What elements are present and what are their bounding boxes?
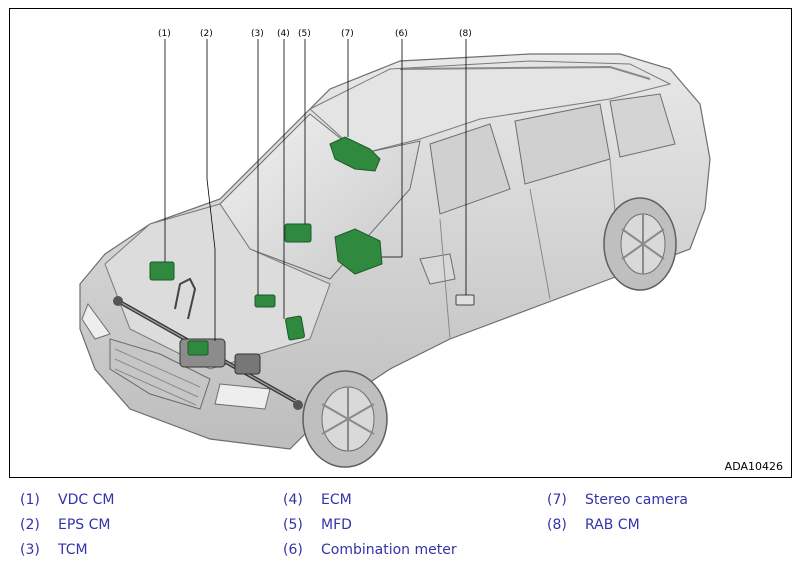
callout-5: (5) — [298, 29, 311, 39]
front-wheel — [302, 370, 388, 468]
figure-code: ADA10426 — [724, 460, 783, 473]
legend-num: (2) — [20, 517, 40, 533]
headlight-left — [81, 302, 111, 340]
legend-item-combination-meter: (6) Combination meter — [283, 542, 457, 558]
callout-3: (3) — [251, 29, 264, 39]
legend-num: (1) — [20, 492, 40, 508]
legend-label: RAB CM — [585, 517, 640, 533]
legend-item-stereo-camera: (7) Stereo camera — [547, 492, 688, 508]
legend-num: (6) — [283, 542, 303, 558]
module-rab-cm — [455, 294, 475, 306]
callout-8: (8) — [459, 29, 472, 39]
legend-num: (8) — [547, 517, 567, 533]
module-mfd — [284, 223, 312, 243]
legend-label: VDC CM — [58, 492, 115, 508]
legend-item-rab-cm: (8) RAB CM — [547, 517, 640, 533]
side-mirror — [419, 253, 456, 285]
module-ecm — [285, 315, 305, 341]
callout-6: (6) — [395, 29, 408, 39]
legend-label: TCM — [58, 542, 88, 558]
roof-rail — [399, 65, 651, 80]
legend-num: (3) — [20, 542, 40, 558]
vehicle-illustration: (1) (2) (3) (4) (5) (7) (6) (8) — [79, 29, 711, 468]
legend-num: (7) — [547, 492, 567, 508]
legend: (1) VDC CM (2) EPS CM (3) TCM (4) ECM (5) MFD… — [0, 484, 802, 564]
module-tcm — [254, 294, 276, 308]
legend-label: MFD — [321, 517, 352, 533]
legend-num: (4) — [283, 492, 303, 508]
callout-7: (7) — [341, 29, 354, 39]
legend-label: ECM — [321, 492, 352, 508]
legend-item-mfd: (5) MFD — [283, 517, 352, 533]
module-stereo-camera — [329, 136, 381, 172]
legend-item-eps-cm: (2) EPS CM — [20, 517, 110, 533]
car-roof — [309, 60, 672, 155]
hood — [104, 203, 331, 370]
module-vdc-cm — [149, 261, 175, 281]
side-window-front — [429, 123, 511, 215]
legend-label: Stereo camera — [585, 492, 688, 508]
rear-quarter-window — [609, 93, 676, 158]
leader-lines — [164, 39, 467, 341]
legend-label: EPS CM — [58, 517, 111, 533]
legend-item-vdc-cm: (1) VDC CM — [20, 492, 114, 508]
diagram-frame: (1) (2) (3) (4) (5) (7) (6) (8) ADA10426 — [9, 8, 792, 478]
rear-wheel — [603, 197, 677, 291]
callout-2: (2) — [200, 29, 213, 39]
legend-label: Combination meter — [321, 542, 457, 558]
module-combination-meter — [334, 228, 383, 275]
callout-1: (1) — [158, 29, 171, 39]
headlight-right — [214, 383, 271, 410]
legend-num: (5) — [283, 517, 303, 533]
callout-4: (4) — [277, 29, 290, 39]
legend-item-ecm: (4) ECM — [283, 492, 352, 508]
legend-item-tcm: (3) TCM — [20, 542, 88, 558]
module-eps-cm — [187, 340, 209, 356]
